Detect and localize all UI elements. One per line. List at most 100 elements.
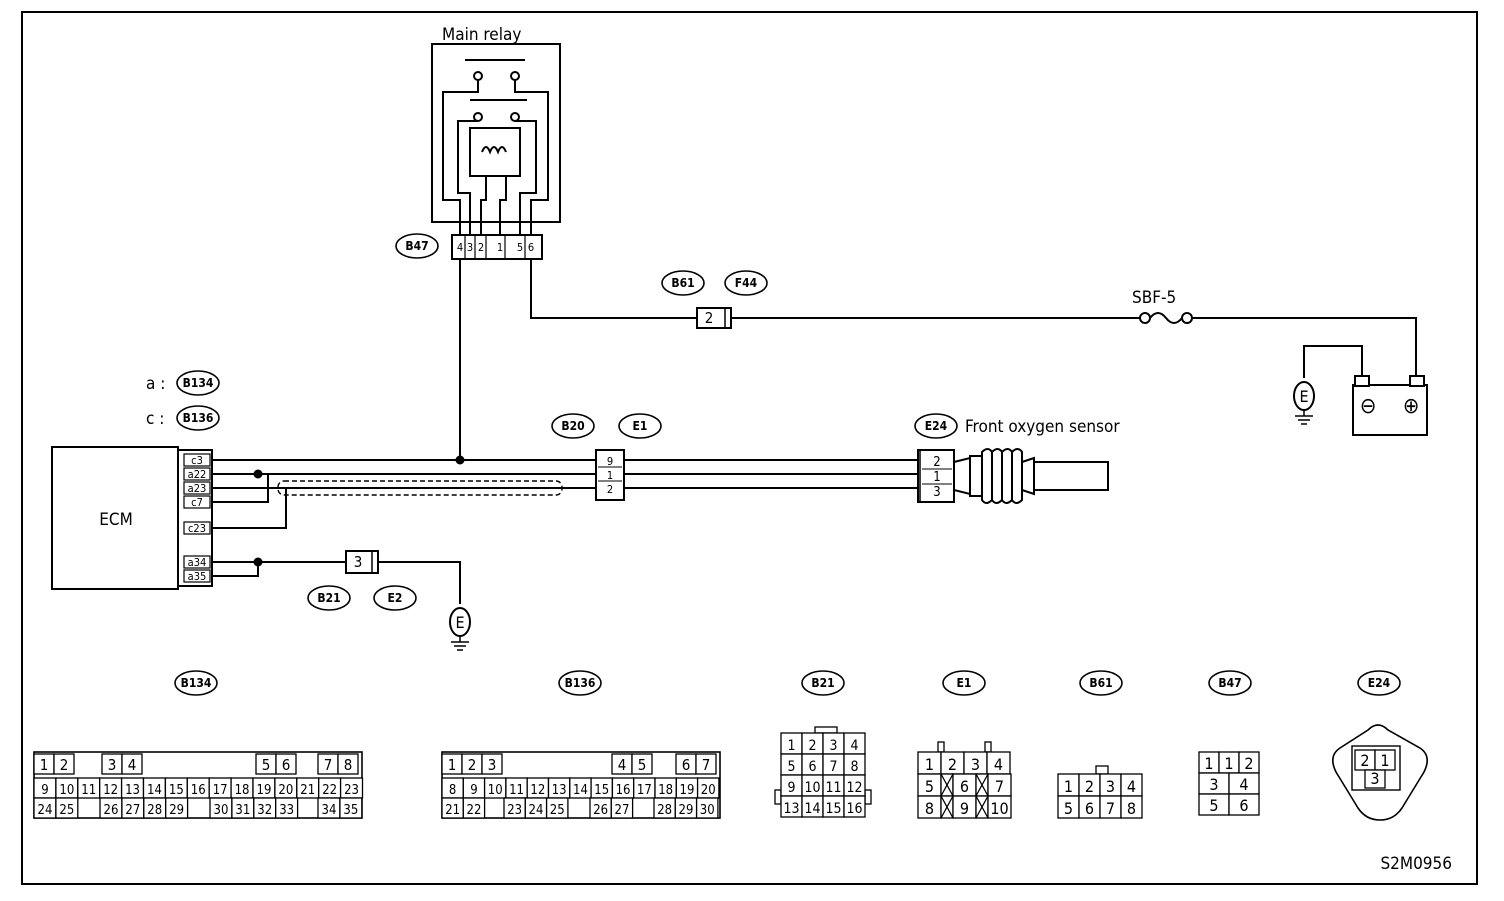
pin-number: 28 [147, 803, 162, 818]
pin-number: 6 [282, 756, 291, 774]
pin-number: 6 [1085, 799, 1094, 818]
pin-number: 11 [509, 783, 524, 798]
ecm-pin-a22: a22 [188, 468, 207, 481]
pin-number: 5 [1064, 799, 1073, 818]
pin-number: 1 [1380, 751, 1389, 770]
b61-connector: 2 [696, 307, 732, 329]
e2-ground-label: E [455, 613, 464, 632]
pin-number: 33 [279, 803, 294, 818]
battery-ground-label: E [1299, 387, 1308, 406]
pin-number: 13 [552, 783, 567, 798]
pin-number: 5 [787, 759, 795, 775]
battery-minus-icon: ⊖ [1360, 394, 1377, 419]
pin-number: 16 [616, 783, 631, 798]
pin-number: 4 [1127, 777, 1136, 796]
svg-text:3: 3 [354, 553, 363, 571]
pin-number: 9 [470, 783, 477, 798]
relay-pin: 2 [478, 241, 484, 254]
pin-number: 17 [213, 783, 228, 798]
pin-number: 35 [343, 803, 358, 818]
pin-number: 26 [593, 803, 608, 818]
tag-b20: B20 [551, 413, 595, 439]
pin-number: 23 [507, 803, 522, 818]
ecm-a-prefix: a : [146, 374, 165, 394]
pin-number: 16 [191, 783, 206, 798]
ecm-pin-a34: a34 [188, 556, 207, 569]
pin-number: 22 [322, 783, 337, 798]
pin-number: 13 [125, 783, 140, 798]
pin-number: 4 [1239, 775, 1248, 794]
relay-pin: 3 [467, 241, 473, 254]
face-title-text-e24: E24 [1368, 676, 1391, 690]
pin-number: 14 [804, 801, 820, 817]
pin-number: 12 [530, 783, 545, 798]
pin-number: 24 [38, 803, 53, 818]
pin-number: 3 [1209, 775, 1218, 794]
tag-f44: F44 [724, 270, 768, 296]
relay-pin: 1 [497, 241, 503, 254]
pin-number: 19 [680, 783, 695, 798]
pin-number: 21 [445, 803, 460, 818]
tag-b134: B134 [176, 370, 220, 396]
e24-pin: 3 [933, 485, 940, 500]
pin-number: 4 [994, 755, 1003, 774]
face-title-text-b47: B47 [1218, 676, 1241, 690]
e24-connector: 213 [917, 449, 955, 503]
tag-text-b21: B21 [317, 591, 340, 605]
pin-number: 7 [1106, 799, 1115, 818]
tag-text-b134: B134 [183, 376, 214, 390]
face-title-text-b21: B21 [811, 676, 834, 690]
pin-number: 3 [1370, 769, 1379, 788]
face-title-text-e1: E1 [957, 676, 972, 690]
pin-number: 15 [825, 801, 841, 817]
frame [21, 11, 1478, 885]
pin-number: 7 [324, 756, 333, 774]
pin-number: 8 [1127, 799, 1136, 818]
battery-ground-icon: E [1293, 381, 1315, 425]
pin-number: 6 [682, 756, 691, 774]
pin-number: 7 [995, 777, 1004, 796]
wires [212, 259, 1417, 604]
tag-b47: B47 [395, 233, 439, 259]
pin-number: 28 [657, 803, 672, 818]
tag-text-b61: B61 [671, 276, 694, 290]
pin-number: 1 [448, 756, 457, 774]
pin-number: 12 [846, 780, 862, 796]
face-title-e1: E1 [942, 670, 986, 696]
pin-number: 11 [825, 780, 841, 796]
pin-number: 22 [467, 803, 482, 818]
pin-number: 3 [1106, 777, 1115, 796]
tag-text-b47: B47 [405, 239, 428, 253]
tag-e24: E24 [914, 413, 958, 439]
tag-b61: B61 [661, 270, 705, 296]
pin-number: 6 [1239, 796, 1248, 815]
pin-number: 18 [235, 783, 250, 798]
pin-number: 4 [850, 738, 858, 754]
tag-e2: E2 [373, 585, 417, 611]
pin-number: 2 [1244, 754, 1253, 773]
pin-number: 8 [344, 756, 353, 774]
pin-number: 2 [808, 738, 816, 754]
pin-number: 4 [128, 756, 137, 774]
pin-number: 20 [701, 783, 716, 798]
b20-connector: 912 [595, 449, 625, 501]
front-oxygen-sensor-label: Front oxygen sensor [965, 417, 1120, 437]
pin-number: 19 [257, 783, 272, 798]
pin-number: 14 [147, 783, 162, 798]
tag-text-f44: F44 [735, 276, 758, 290]
pin-number: 12 [103, 783, 118, 798]
pin-number: 3 [488, 756, 497, 774]
relay-pin: 4 [457, 241, 463, 254]
pin-number: 3 [829, 738, 837, 754]
face-title-text-b136: B136 [565, 676, 596, 690]
pin-number: 5 [925, 777, 934, 796]
fuse-label: SBF-5 [1132, 288, 1176, 308]
tag-text-b136: B136 [183, 411, 214, 425]
svg-text:ECM: ECM [99, 510, 133, 530]
pin-number: 6 [808, 759, 816, 775]
b20-pin: 1 [607, 469, 613, 482]
